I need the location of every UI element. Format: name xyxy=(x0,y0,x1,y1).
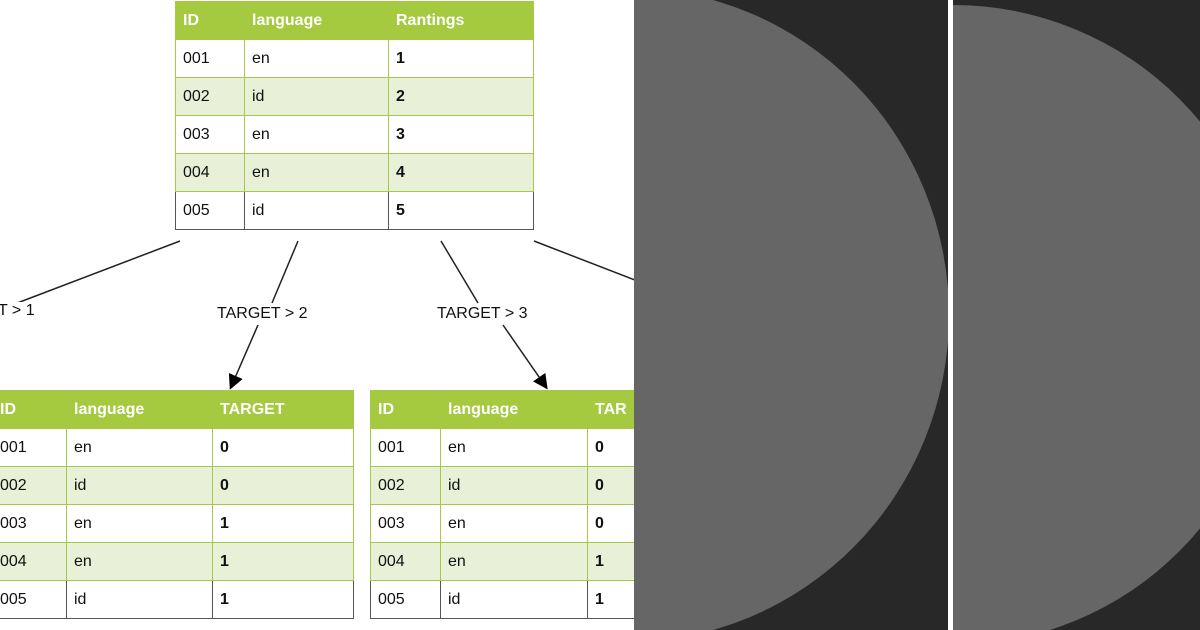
table-cell: id xyxy=(440,580,588,619)
table-cell: en xyxy=(440,542,588,581)
table-cell: 005 xyxy=(0,580,67,619)
edge-label-1: T > 1 xyxy=(0,302,37,320)
table-cell: 3 xyxy=(388,115,534,154)
column-header: ID xyxy=(0,390,67,429)
table-cell: id xyxy=(244,191,389,230)
column-header: language xyxy=(440,390,588,429)
table-cell: 001 xyxy=(370,428,441,467)
table-cell: 002 xyxy=(175,77,245,116)
table-cell: 004 xyxy=(175,153,245,192)
table-cell: en xyxy=(440,428,588,467)
table-cell: 004 xyxy=(0,542,67,581)
table-cell: 004 xyxy=(370,542,441,581)
table-cell: 2 xyxy=(388,77,534,116)
table-cell: en xyxy=(66,428,213,467)
table-cell: id xyxy=(66,580,213,619)
table-cell: 1 xyxy=(212,504,354,543)
table-cell: en xyxy=(440,504,588,543)
edge-4 xyxy=(533,240,640,283)
table-cell: 003 xyxy=(175,115,245,154)
table-cell: 1 xyxy=(212,580,354,619)
table-cell: 0 xyxy=(212,466,354,505)
table-cell: 1 xyxy=(212,542,354,581)
table-cell: en xyxy=(244,115,389,154)
table-cell: 002 xyxy=(370,466,441,505)
half-circle-2 xyxy=(953,5,1200,630)
table-cell: id xyxy=(440,466,588,505)
column-header: language xyxy=(66,390,213,429)
table-cell: 002 xyxy=(0,466,67,505)
table-cell: 4 xyxy=(388,153,534,192)
edge-3 xyxy=(440,240,479,304)
column-header: ID xyxy=(370,390,441,429)
table-cell: en xyxy=(244,39,389,78)
table-cell: 5 xyxy=(388,191,534,230)
table-cell: 003 xyxy=(370,504,441,543)
edge-label-2: TARGET > 2 xyxy=(215,305,310,323)
table-cell: id xyxy=(66,466,213,505)
edge-label-3: TARGET > 3 xyxy=(435,305,530,323)
half-circle-1 xyxy=(634,0,948,630)
edge-3b xyxy=(502,324,548,390)
table-cell: id xyxy=(244,77,389,116)
table-cell: 001 xyxy=(175,39,245,78)
dark-panel-2 xyxy=(953,0,1200,630)
table-cell: en xyxy=(66,504,213,543)
column-header: Rantings xyxy=(388,1,534,40)
edges xyxy=(11,240,640,390)
dark-panel-1 xyxy=(634,0,948,630)
column-header: language xyxy=(244,1,389,40)
column-header: TARGET xyxy=(212,390,354,429)
table-cell: 0 xyxy=(212,428,354,467)
edge-2b xyxy=(228,324,259,390)
edge-1 xyxy=(11,240,181,306)
table-cell: 005 xyxy=(175,191,245,230)
table-cell: 001 xyxy=(0,428,67,467)
table-cell: 005 xyxy=(370,580,441,619)
table-cell: en xyxy=(244,153,389,192)
edge-2 xyxy=(271,240,299,304)
table-cell: 003 xyxy=(0,504,67,543)
column-header: ID xyxy=(175,1,245,40)
table-cell: 1 xyxy=(388,39,534,78)
table-cell: en xyxy=(66,542,213,581)
